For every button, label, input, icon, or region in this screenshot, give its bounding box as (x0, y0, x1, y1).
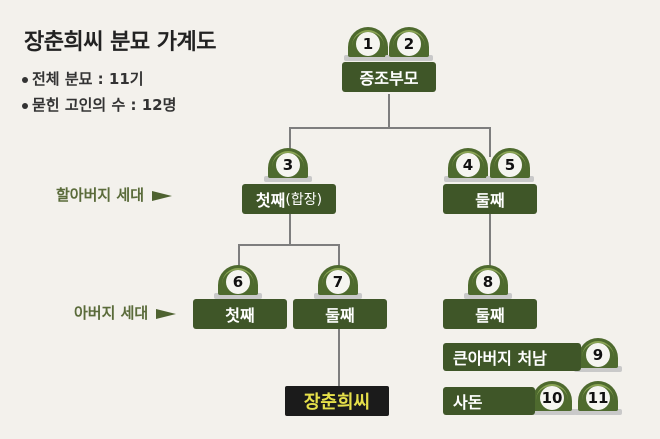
connector-line (238, 244, 340, 246)
grave-2: 2 (385, 27, 433, 61)
connector-line (289, 127, 291, 157)
connector-line (289, 213, 291, 245)
bullet-icon (22, 102, 28, 109)
connector-line (489, 213, 491, 266)
connector-line (238, 244, 240, 266)
father-generation-label: 아버지 세대 (74, 302, 177, 323)
arrow-right-icon (152, 190, 173, 201)
connector-line (388, 94, 390, 128)
grave-4: 4 (444, 148, 492, 182)
grandfather-generation-label: 할아버지 세대 (56, 184, 173, 205)
grave-7: 7 (314, 265, 362, 299)
stat-buried-count: 묻힌 고인의 수 : 12명 (22, 94, 176, 115)
grave-5: 5 (486, 148, 534, 182)
connector-line (289, 127, 490, 129)
bullet-icon (22, 76, 28, 83)
grave-9: 9 (574, 338, 622, 372)
grave-10: 10 (528, 381, 576, 415)
grave-3: 3 (264, 148, 312, 182)
connector-line (338, 244, 340, 266)
grandfather-second-box: 둘째 (443, 184, 537, 214)
diagram-title: 장춘희씨 분묘 가계도 (24, 30, 216, 55)
great-uncle-in-law-box: 큰아버지 처남 (443, 343, 581, 371)
in-law-box: 사돈 (443, 387, 535, 415)
grave-6: 6 (214, 265, 262, 299)
right-second-box: 둘째 (443, 299, 537, 329)
father-second-box: 둘째 (293, 299, 387, 329)
grave-1: 1 (344, 27, 392, 61)
stat-total-graves: 전체 분묘 : 11기 (22, 68, 144, 89)
person-name-box: 장춘희씨 (285, 386, 389, 416)
father-first-box: 첫째 (193, 299, 287, 329)
connector-line (489, 127, 491, 157)
grandfather-first-box: 첫째(합장) (242, 184, 336, 214)
great-grandparents-box: 증조부모 (342, 62, 436, 92)
grave-11: 11 (574, 381, 622, 415)
connector-line (338, 329, 340, 387)
arrow-right-icon (156, 308, 177, 319)
grave-8: 8 (464, 265, 512, 299)
